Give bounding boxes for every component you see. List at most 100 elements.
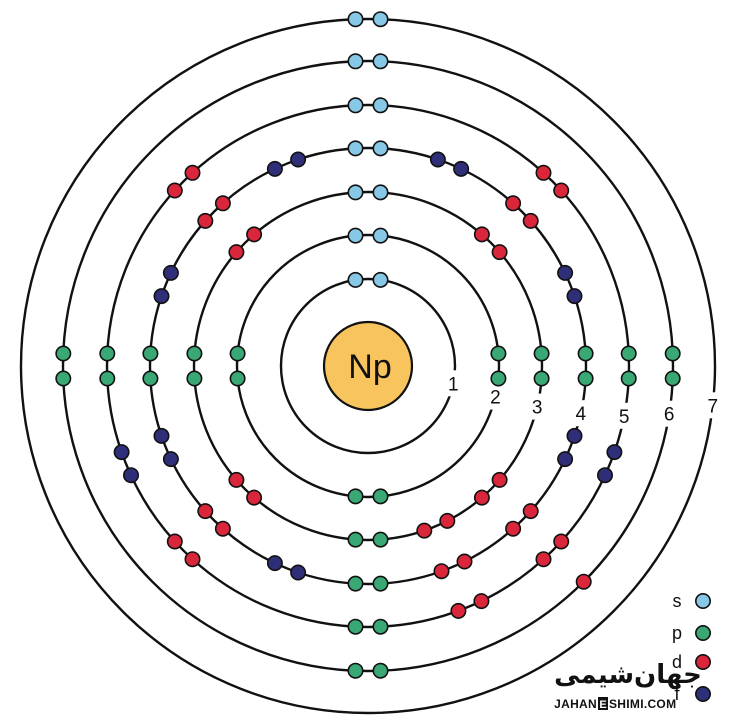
shell-5-p-electron — [99, 345, 116, 362]
shell-label-bg — [443, 370, 464, 397]
shell-3-p-electron — [347, 531, 364, 548]
shell-3-d-electron — [473, 226, 490, 243]
shell-6-s-electron — [347, 53, 364, 70]
shell-7-s-electron — [372, 11, 389, 28]
shell-5-d-electron — [535, 164, 552, 181]
shell-3-d-electron — [246, 489, 263, 506]
shell-2-p-electron — [490, 345, 507, 362]
electrons-layer — [55, 11, 681, 679]
shell-5-f-electron — [596, 467, 613, 484]
shell-5-p-electron — [620, 345, 637, 362]
shell-2-label: 2 — [490, 388, 501, 409]
shell-4-f-electron — [557, 451, 574, 468]
shell-4-f-electron — [429, 151, 446, 168]
shell-2-s-electron — [347, 227, 364, 244]
shell-1-s-electron — [347, 271, 364, 288]
shell-3-ring — [192, 190, 544, 542]
shell-5-d-electron — [184, 164, 201, 181]
nucleus-circle — [322, 320, 414, 412]
shell-5-p-electron — [372, 618, 389, 635]
shell-2-ring — [235, 233, 501, 499]
shell-2-s-electron — [372, 227, 389, 244]
shell-3-d-electron — [246, 226, 263, 243]
shell-4-p-electron — [347, 575, 364, 592]
shell-5-ring — [105, 103, 631, 629]
shell-2-p-electron — [490, 370, 507, 387]
shell-5-p-electron — [347, 618, 364, 635]
shell-4-f-electron — [266, 160, 283, 177]
nucleus: Np — [322, 320, 414, 412]
shell-5-p-electron — [99, 370, 116, 387]
shell-3-d-electron — [473, 489, 490, 506]
shell-4-f-electron — [290, 151, 307, 168]
shell-4-f-electron — [153, 288, 170, 305]
shell-label-bg — [527, 393, 548, 420]
shell-4-p-electron — [372, 575, 389, 592]
shell-2-p-electron — [229, 345, 246, 362]
shell-7-label: 7 — [708, 396, 719, 417]
shell-4-p-electron — [577, 370, 594, 387]
shell-6-p-electron — [347, 662, 364, 679]
shell-6-d-electron — [575, 573, 592, 590]
shell-4-f-electron — [162, 451, 179, 468]
shell-3-label: 3 — [532, 398, 543, 419]
shell-label-bg — [659, 400, 680, 427]
shell-4-f-electron — [266, 555, 283, 572]
legend-f-swatch — [694, 685, 711, 702]
shell-4-f-electron — [290, 564, 307, 581]
legend-f-label: f — [674, 684, 680, 704]
legend-s-label: s — [673, 591, 682, 611]
shell-2-p-electron — [229, 370, 246, 387]
shell-2-p-electron — [372, 488, 389, 505]
shell-3-p-electron — [372, 531, 389, 548]
shell-6-p-electron — [55, 370, 72, 387]
shell-7-s-electron — [347, 11, 364, 28]
legend-p-label: p — [672, 623, 682, 643]
shell-3-p-electron — [186, 370, 203, 387]
shell-5-d-electron — [535, 551, 552, 568]
shell-4-f-electron — [153, 427, 170, 444]
shell-4-p-electron — [142, 345, 159, 362]
shell-4-d-electron — [214, 520, 231, 537]
shell-3-s-electron — [347, 184, 364, 201]
shell-4-d-electron — [505, 195, 522, 212]
shell-6-s-electron — [372, 53, 389, 70]
shell-3-d-electron — [416, 522, 433, 539]
shell-3-d-electron — [228, 471, 245, 488]
legend-d-swatch — [694, 653, 711, 670]
shell-4-f-electron — [566, 288, 583, 305]
shell-1-label: 1 — [448, 374, 459, 395]
shell-5-f-electron — [606, 444, 623, 461]
element-symbol: Np — [348, 348, 391, 386]
shell-5-d-electron — [553, 533, 570, 550]
shell-4-f-electron — [453, 160, 470, 177]
watermark-english-left: JAHAN — [554, 697, 597, 711]
shell-4-d-electron — [456, 553, 473, 570]
shell-4-s-electron — [372, 140, 389, 157]
shell-6-ring — [61, 59, 675, 673]
shell-5-f-electron — [113, 444, 130, 461]
shell-4-d-electron — [505, 520, 522, 537]
shell-3-p-electron — [533, 370, 550, 387]
shell-4-d-electron — [214, 195, 231, 212]
shell-5-d-electron — [184, 551, 201, 568]
shell-5-s-electron — [347, 97, 364, 114]
shell-3-d-electron — [228, 244, 245, 261]
shell-6-p-electron — [664, 370, 681, 387]
shell-6-p-electron — [664, 345, 681, 362]
shell-5-label: 5 — [619, 407, 630, 428]
shell-4-d-electron — [197, 212, 214, 229]
shell-3-d-electron — [491, 471, 508, 488]
legend-d-label: d — [672, 652, 682, 672]
shell-4-f-electron — [566, 427, 583, 444]
watermark-english-right: SHIMI.COM — [609, 697, 676, 711]
shell-3-s-electron — [372, 184, 389, 201]
shell-5-f-electron — [123, 467, 140, 484]
shell-5-d-electron — [450, 602, 467, 619]
shell-4-s-electron — [347, 140, 364, 157]
shell-label-bg — [570, 400, 591, 427]
shell-5-d-electron — [553, 182, 570, 199]
shell-3-p-electron — [186, 345, 203, 362]
